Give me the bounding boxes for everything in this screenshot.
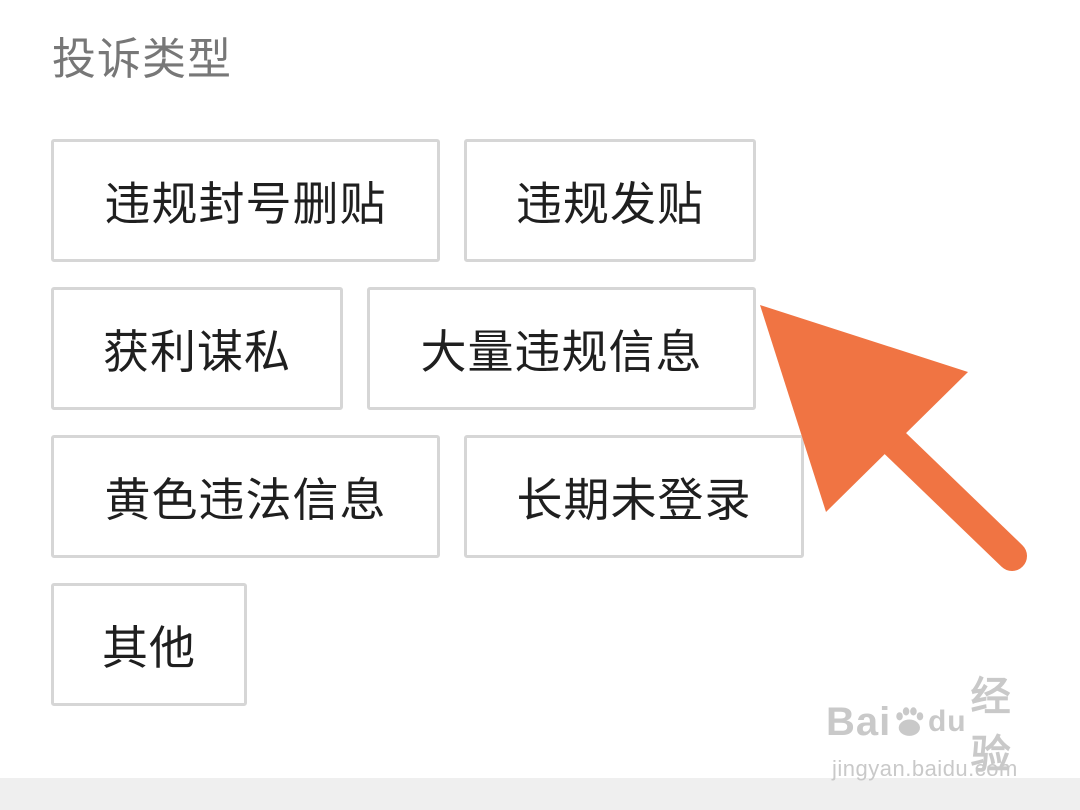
footer-bar [0, 778, 1080, 810]
complaint-option-label: 长期未登录 [516, 472, 752, 527]
complaint-option-long-inactive[interactable]: 长期未登录 [464, 435, 804, 558]
complaint-option-violation-post[interactable]: 违规发贴 [464, 139, 756, 262]
complaint-option-label: 大量违规信息 [420, 324, 703, 379]
arrow-shaft [830, 380, 1027, 571]
complaint-option-other[interactable]: 其他 [51, 583, 247, 706]
complaint-option-pornographic-illegal-info[interactable]: 黄色违法信息 [51, 435, 440, 558]
complaint-option-label: 获利谋私 [103, 324, 291, 379]
watermark-brand-jingyan: 经验 [970, 675, 1011, 777]
complaint-type-title: 投诉类型 [52, 34, 232, 85]
complaint-option-label: 违规封号删贴 [104, 176, 387, 231]
complaint-option-profiteering[interactable]: 获利谋私 [51, 287, 343, 410]
complaint-option-mass-violation-info[interactable]: 大量违规信息 [367, 287, 756, 410]
watermark-brand-du: du [927, 705, 967, 738]
baidu-paw-icon [896, 707, 924, 736]
baidu-jingyan-watermark: Bai du 经验 jingyan.baidu.com [826, 675, 1036, 790]
complaint-option-label: 违规发贴 [516, 176, 704, 231]
complaint-option-label: 黄色违法信息 [104, 472, 387, 527]
complaint-option-label: 其他 [102, 620, 196, 675]
watermark-brand-bai: Bai [826, 699, 892, 744]
complaint-option-violation-ban-delete[interactable]: 违规封号删贴 [51, 139, 440, 262]
